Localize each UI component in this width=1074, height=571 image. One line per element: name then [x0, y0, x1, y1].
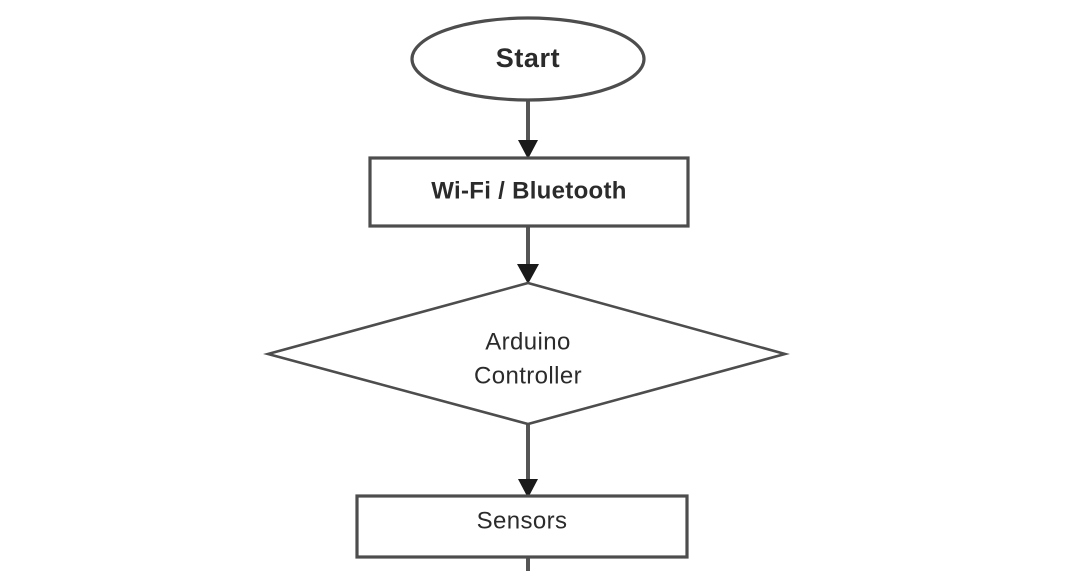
- connector-arduino-to-sensors: [518, 424, 538, 498]
- node-start[interactable]: Start: [410, 16, 646, 102]
- node-wifi-bluetooth-label: Wi-Fi / Bluetooth: [431, 177, 627, 204]
- node-sensors[interactable]: Sensors: [355, 494, 689, 559]
- node-sensors-label: Sensors: [477, 507, 568, 534]
- connector-start-to-wifi: [518, 101, 538, 159]
- node-arduino-controller-label-line2: Controller: [474, 362, 582, 389]
- node-start-label: Start: [496, 43, 561, 73]
- node-arduino-controller-label-line1: Arduino: [485, 328, 571, 355]
- connector-wifi-to-arduino: [517, 226, 539, 284]
- node-wifi-bluetooth[interactable]: Wi-Fi / Bluetooth: [368, 156, 690, 228]
- node-arduino-controller[interactable]: Arduino Controller: [263, 281, 790, 426]
